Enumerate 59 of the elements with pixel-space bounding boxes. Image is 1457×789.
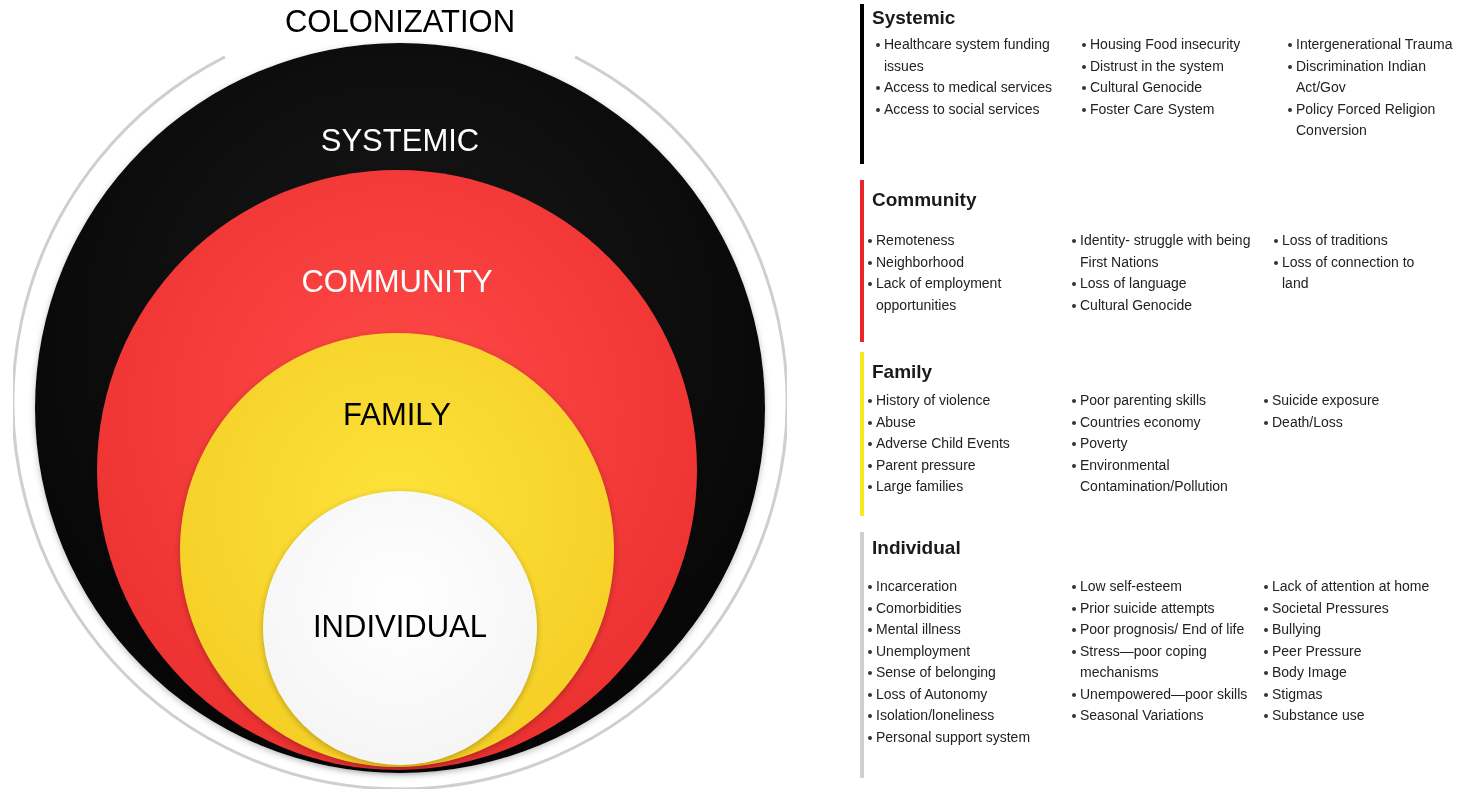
list-item-text: Poor parenting skills (1080, 391, 1207, 410)
list-item-text: Stress—poor coping mechanisms (1080, 641, 1208, 682)
list-item-text: Body Image (1272, 663, 1347, 682)
list-item-text: Remoteness (876, 231, 955, 250)
list-item-text: Death/Loss (1272, 412, 1343, 432)
list-item-text: Environmental Contamination/Pollution (1080, 455, 1229, 496)
layer-label: SYSTEMIC (320, 122, 480, 160)
layer-label: FAMILY (343, 396, 451, 434)
list-item-text: Loss of connection to land (1282, 252, 1416, 293)
list-item-text: Prior suicide attempts (1080, 598, 1215, 618)
section-heading: Individual (872, 536, 961, 560)
list-item-text: Suicide exposure (1272, 391, 1380, 410)
list-item-text: Sense of belonging (876, 663, 996, 682)
list-item-text: Cultural Genocide (1080, 295, 1193, 315)
list-item-text: Intergenerational Trauma (1296, 35, 1453, 54)
list-item-text: Abuse (876, 412, 916, 432)
list-item-text: Societal Pressures (1272, 598, 1389, 618)
list-item-text: Isolation/loneliness (876, 706, 995, 725)
list-item-text: Personal support system (876, 727, 1031, 747)
layer-label: COLONIZATION (284, 3, 516, 41)
list-item-text: History of violence (876, 391, 991, 410)
list-item-text: Peer Pressure (1272, 641, 1362, 661)
list-item-text: Parent pressure (876, 455, 976, 475)
list-item-text: Mental illness (876, 620, 961, 639)
list-item-text: Comorbidities (876, 598, 962, 618)
list-item-text: Access to social services (884, 99, 1040, 119)
list-item-text: Adverse Child Events (876, 434, 1010, 453)
list-item-text: Foster Care System (1090, 99, 1215, 119)
layer-label: COMMUNITY (301, 263, 493, 301)
list-item-text: Loss of traditions (1282, 231, 1388, 250)
list-item-text: Unempowered—poor skills (1080, 684, 1248, 704)
list-item-text: Substance use (1272, 706, 1365, 725)
list-item-text: Loss of Autonomy (876, 684, 988, 704)
list-item-text: Healthcare system funding issues (884, 35, 1051, 76)
list-item-text: Policy Forced Religion Conversion (1296, 99, 1437, 140)
list-item-text: Poverty (1080, 434, 1128, 453)
list-item-text: Countries economy (1080, 412, 1201, 432)
list-item-text: Large families (876, 477, 964, 496)
section-heading: Family (872, 360, 933, 384)
list-item-text: Loss of language (1080, 274, 1187, 293)
list-item-text: Access to medical services (884, 78, 1053, 97)
section-heading: Systemic (872, 6, 956, 30)
list-item-text: Discrimination Indian Act/Gov (1296, 56, 1427, 97)
list-item-text: Poor prognosis/ End of life (1080, 620, 1245, 639)
list-item-text: Bullying (1272, 620, 1322, 639)
list-item-text: Low self-esteem (1080, 577, 1182, 596)
list-item-text: Lack of employment opportunities (876, 274, 1003, 315)
section-heading: Community (872, 188, 977, 212)
list-item-text: Stigmas (1272, 684, 1323, 704)
list-item-text: Distrust in the system (1090, 56, 1224, 76)
list-item-text: Housing Food insecurity (1090, 35, 1241, 54)
list-item-text: Lack of attention at home (1272, 577, 1430, 596)
list-item-text: Neighborhood (876, 252, 964, 272)
list-item-text: Cultural Genocide (1090, 78, 1203, 97)
list-item-text: Incarceration (876, 577, 957, 596)
list-item-text: Unemployment (876, 641, 971, 661)
list-item-text: Seasonal Variations (1080, 706, 1204, 725)
layer-label: INDIVIDUAL (313, 608, 487, 646)
list-item-text: Identity- struggle with being First Nations (1080, 231, 1252, 272)
